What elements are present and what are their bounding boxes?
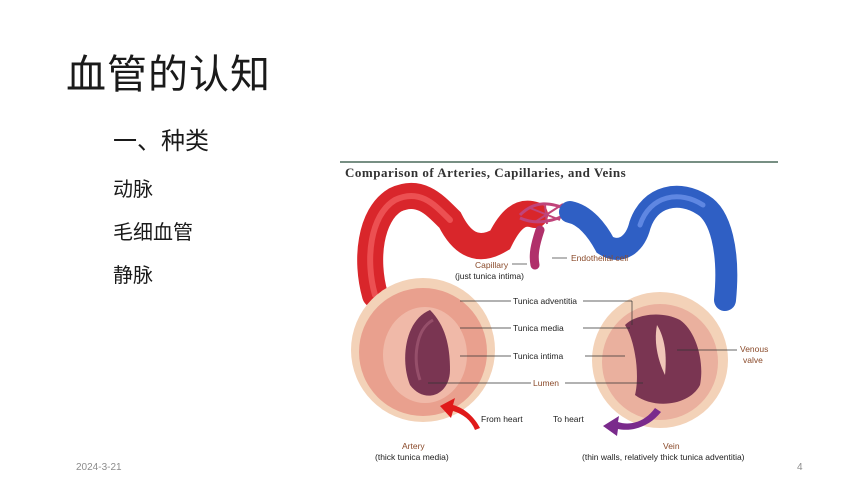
label-endothelial-cell: Endothelial cell	[571, 253, 628, 263]
label-to-heart: To heart	[553, 414, 584, 424]
bullet-capillary: 毛细血管	[113, 220, 193, 244]
artery-cross-section	[351, 278, 495, 422]
label-capillary-sub: (just tunica intima)	[455, 271, 524, 281]
figure-title: Comparison of Arteries, Capillaries, and…	[345, 165, 626, 180]
label-lumen: Lumen	[533, 378, 559, 388]
page-number: 4	[797, 462, 803, 473]
label-artery: Artery	[402, 441, 425, 451]
label-venous-valve-2: valve	[743, 355, 763, 365]
venous-valve-shape	[655, 325, 666, 375]
label-capillary: Capillary	[475, 260, 509, 270]
slide-date: 2024-3-21	[76, 462, 122, 473]
label-vein: Vein	[663, 441, 680, 451]
to-heart-arrow	[603, 408, 661, 436]
label-artery-sub: (thick tunica media)	[375, 452, 449, 462]
leader-lines	[428, 257, 737, 384]
label-tunica-intima: Tunica intima	[513, 351, 564, 361]
label-from-heart: From heart	[481, 414, 523, 424]
blood-vessel-diagram: Comparison of Arteries, Capillaries, and…	[335, 160, 785, 465]
label-vein-sub: (thin walls, relatively thick tunica adv…	[582, 452, 745, 462]
from-heart-arrow	[440, 398, 480, 430]
section-heading: 一、种类	[113, 127, 209, 155]
label-tunica-media: Tunica media	[513, 323, 564, 333]
page-title: 血管的认知	[66, 52, 271, 98]
artery-highlight	[367, 192, 453, 298]
label-venous-valve-1: Venous	[740, 344, 768, 354]
vein-highlight	[637, 194, 706, 228]
bullet-artery: 动脉	[113, 177, 153, 201]
bullet-vein: 静脉	[113, 263, 153, 287]
vein-cross-section	[592, 292, 728, 428]
label-tunica-adventitia: Tunica adventitia	[513, 296, 577, 306]
